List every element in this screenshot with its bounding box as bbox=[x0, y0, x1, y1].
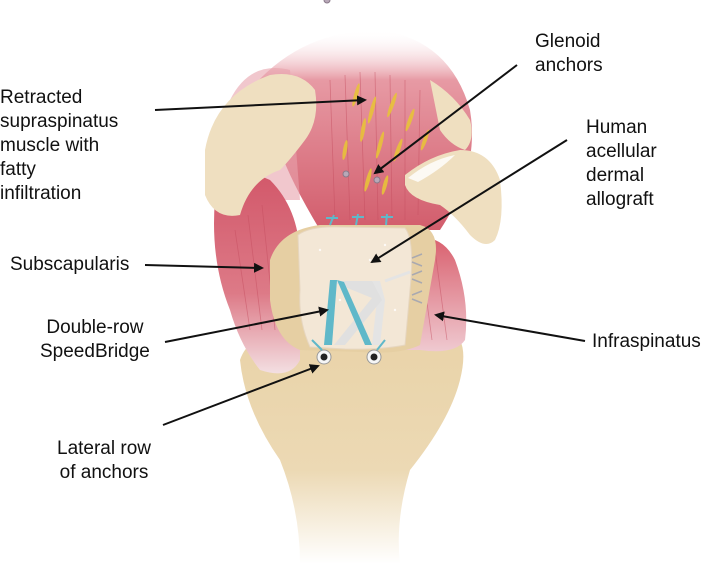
leader-arrows bbox=[144, 64, 586, 426]
arrow-dermal-allograft bbox=[370, 139, 568, 264]
arrow-supraspinatus bbox=[154, 95, 367, 111]
arrow-speedbridge bbox=[164, 306, 329, 343]
speedbridge-tapes bbox=[324, 270, 411, 345]
coracoid-process bbox=[205, 74, 317, 216]
fatty-infiltration bbox=[342, 83, 430, 195]
label-lateral-anchors: Lateral row of anchors bbox=[57, 438, 151, 483]
label-infraspinatus: Infraspinatus bbox=[592, 331, 701, 352]
label-dermal-allograft: Human acellular dermal allograft bbox=[586, 117, 657, 210]
label-glenoid-anchors: Glenoid anchors bbox=[535, 31, 603, 76]
glenoid-anchor-icons bbox=[323, 0, 381, 184]
lateral-anchor-icons bbox=[311, 339, 386, 365]
arrow-subscapularis bbox=[144, 262, 264, 273]
arrow-infraspinatus bbox=[434, 311, 586, 342]
humerus-shaft bbox=[240, 330, 464, 564]
arrow-lateral-anchors bbox=[162, 364, 320, 426]
label-speedbridge: Double-row SpeedBridge bbox=[40, 317, 150, 362]
label-retracted-supraspinatus: Retracted supraspinatus muscle with fatt… bbox=[0, 87, 119, 204]
label-subscapularis: Subscapularis bbox=[10, 254, 130, 275]
arrow-glenoid-anchors bbox=[373, 64, 518, 175]
